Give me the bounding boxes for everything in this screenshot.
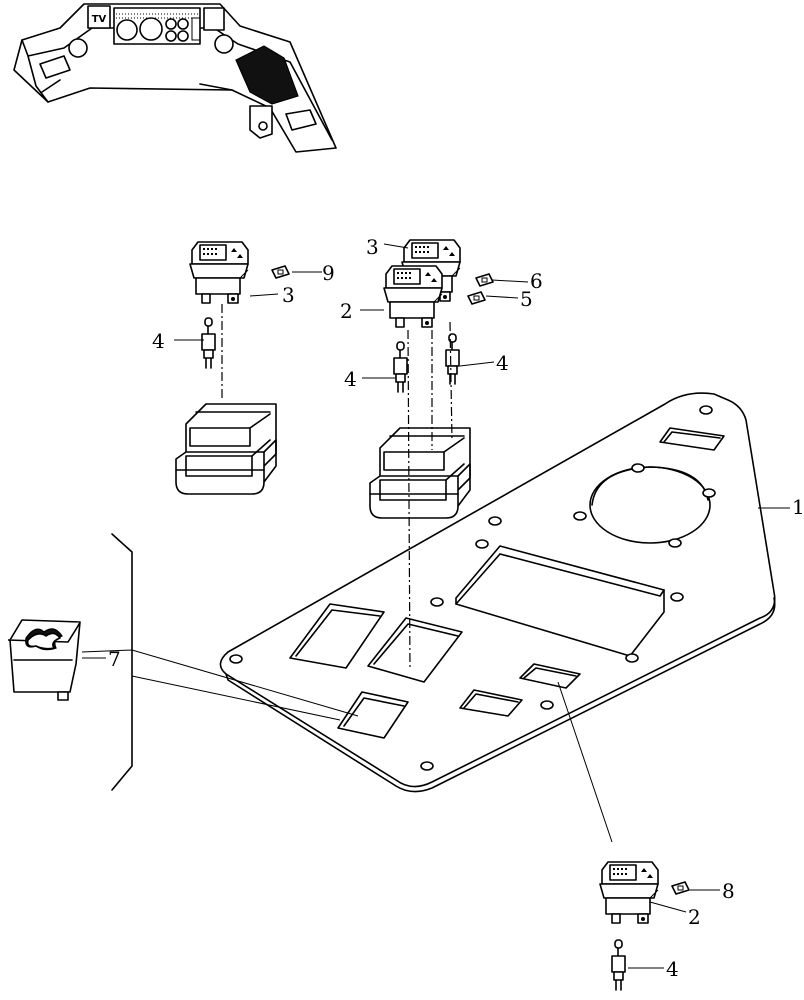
callout-6: 6 bbox=[530, 269, 543, 293]
switch-left bbox=[189, 241, 249, 304]
callout-7: 7 bbox=[108, 647, 121, 671]
callout-1: 1 bbox=[792, 495, 804, 519]
connector-left bbox=[201, 317, 216, 369]
callout-2-lower-right: 2 bbox=[688, 905, 701, 929]
bezel-middle bbox=[369, 427, 471, 519]
connector-middle-left bbox=[393, 341, 408, 393]
callout-leaders bbox=[82, 243, 790, 969]
inset-badge: TV bbox=[92, 14, 107, 25]
callout-4-middle-left: 4 bbox=[344, 367, 357, 391]
bracket-line bbox=[111, 533, 133, 791]
callout-3-left: 3 bbox=[282, 283, 295, 307]
rotary-switch bbox=[7, 619, 81, 701]
callout-4-lower-right: 4 bbox=[666, 957, 679, 981]
console-panel bbox=[219, 392, 776, 793]
bezel-left bbox=[175, 403, 277, 495]
connector-lower-right bbox=[611, 939, 626, 991]
switch-middle-front bbox=[383, 265, 443, 328]
connector-middle-right bbox=[445, 333, 460, 385]
leader-lower-right bbox=[557, 681, 613, 843]
leader-rotary-lower bbox=[131, 675, 341, 721]
dashboard-overview-inset: TV bbox=[13, 3, 337, 153]
callout-8: 8 bbox=[722, 879, 735, 903]
callout-4-left: 4 bbox=[152, 329, 165, 353]
symbol-tag-lower-right bbox=[671, 881, 690, 895]
switch-lower-right bbox=[599, 861, 659, 924]
callout-5: 5 bbox=[520, 287, 533, 311]
symbol-tag-left bbox=[271, 265, 290, 279]
symbol-tag-middle-upper bbox=[475, 273, 494, 287]
callout-4-middle-right: 4 bbox=[496, 351, 509, 375]
callout-3-middle: 3 bbox=[366, 235, 379, 259]
callout-9: 9 bbox=[322, 261, 335, 285]
callout-2-middle: 2 bbox=[340, 299, 353, 323]
leader-rotary-upper bbox=[81, 649, 359, 717]
symbol-tag-middle-lower bbox=[467, 291, 486, 305]
